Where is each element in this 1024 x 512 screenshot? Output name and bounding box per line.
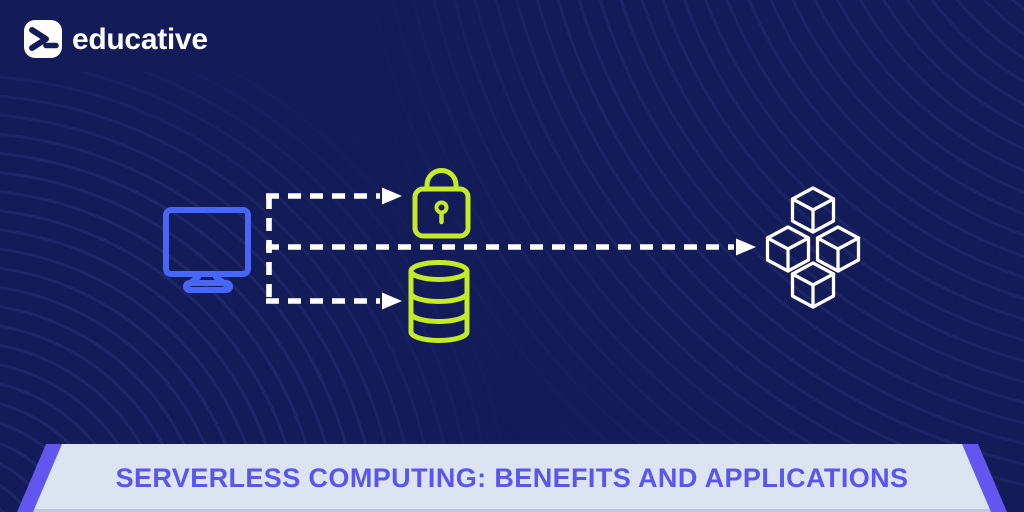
arrowheads [382,187,756,310]
dashed-connectors [266,193,734,304]
computer-monitor-icon [163,207,251,293]
brand-name: educative [72,23,208,56]
terminal-prompt-icon [24,20,62,58]
padlock-icon [412,168,471,239]
database-cylinder-icon [408,260,470,343]
educative-logo: educative [24,20,208,58]
title-banner: SERVERLESS COMPUTING: BENEFITS AND APPLI… [0,444,1024,512]
banner-background [33,444,991,512]
modular-cubes-icon [765,186,861,309]
page-title: SERVERLESS COMPUTING: BENEFITS AND APPLI… [115,462,909,493]
